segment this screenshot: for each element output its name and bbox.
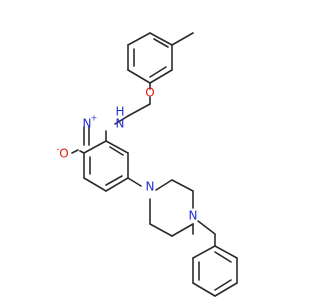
atom-labels: O N H N + O - N N <box>57 86 198 223</box>
ethoxy-linker <box>114 82 151 125</box>
piperazine-n4-label: N <box>189 209 198 223</box>
nitro-nitrogen-label: N <box>83 117 92 131</box>
molecule-structure: O N H N + O - N N <box>57 32 238 297</box>
nitro-oxygen-label: O <box>59 147 68 161</box>
aryl-nitro-bond <box>79 150 85 154</box>
piperazine-ring <box>149 179 194 237</box>
nitro-group <box>71 126 90 154</box>
benzyl-group <box>192 220 238 297</box>
amine-nitrogen-label: N <box>116 117 125 131</box>
aryl-piperazine-bond <box>127 177 142 187</box>
amine-hydrogen-label: H <box>115 105 124 119</box>
ether-oxygen-label: O <box>145 86 154 100</box>
nitro-nitrogen-charge: + <box>91 114 98 123</box>
methyl-bond <box>171 32 194 46</box>
tolyl-ring <box>127 32 194 84</box>
molecule-canvas: O N H N + O - N N <box>56 32 238 297</box>
nitro-oxygen-charge: - <box>57 145 60 154</box>
nitrophenyl-ring <box>79 130 142 192</box>
piperazine-n1-label: N <box>146 180 155 194</box>
